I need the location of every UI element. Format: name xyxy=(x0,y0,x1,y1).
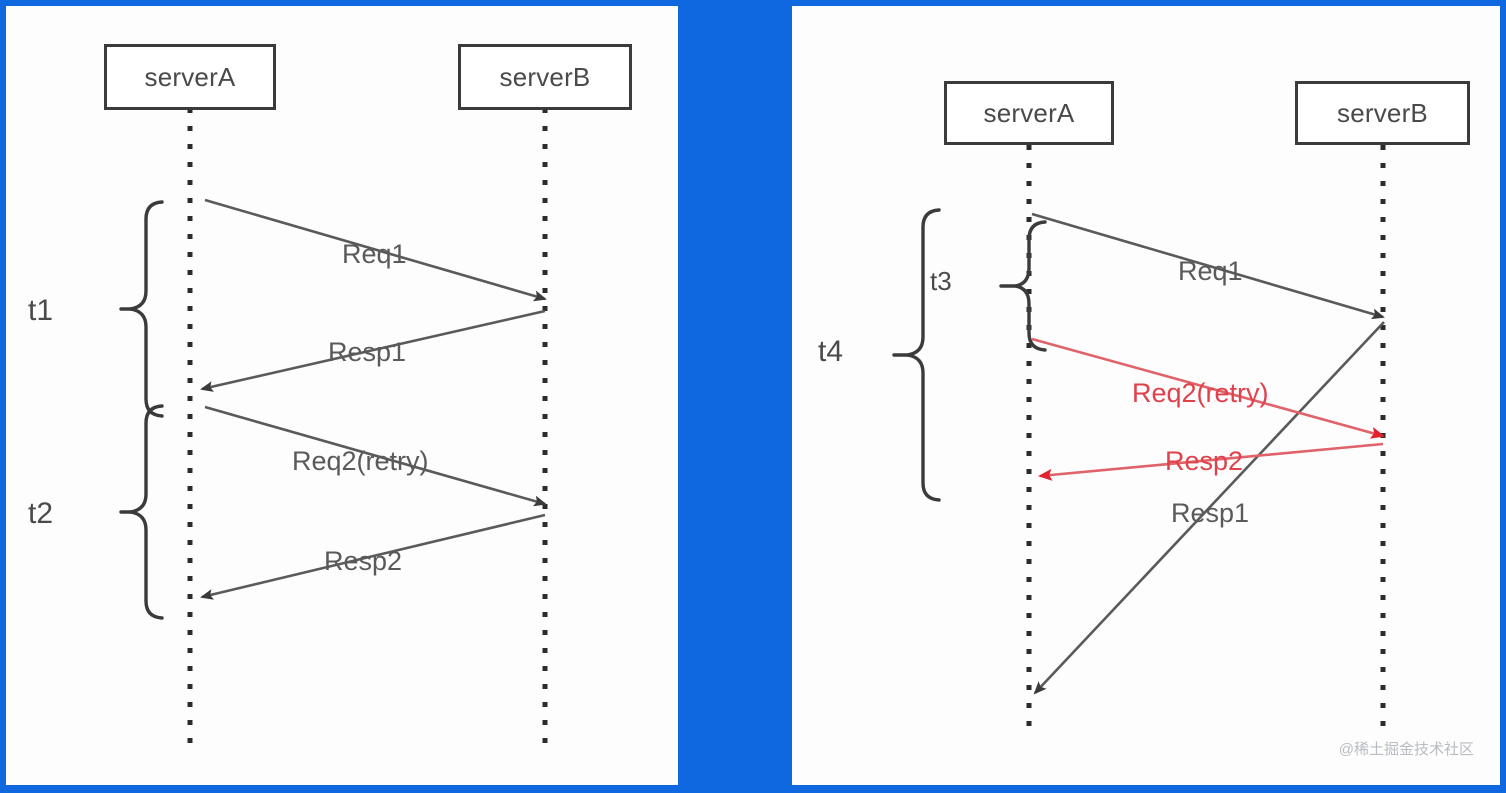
panel-divider xyxy=(678,0,792,793)
message-label-resp2: Resp2 xyxy=(1165,446,1244,476)
message-arrow-req1 xyxy=(1031,212,1385,320)
message-arrow-req2 xyxy=(1031,337,1385,439)
node-label-serverB: serverB xyxy=(1337,97,1428,128)
brace-label-t3: t3 xyxy=(930,266,952,296)
node-box-serverA[interactable]: serverA xyxy=(944,81,1114,145)
node-label-serverA: serverA xyxy=(983,97,1075,128)
right-diagram-vectors xyxy=(892,109,1386,736)
message-label-resp1: Resp1 xyxy=(1171,498,1250,528)
brace-label-t2: t2 xyxy=(28,497,54,530)
brace-t3 xyxy=(1014,220,1047,352)
message-arrow-req2 xyxy=(204,405,547,507)
left-diagram-vectors xyxy=(119,72,548,748)
node-box-serverA[interactable]: serverA xyxy=(104,44,276,110)
message-arrow-resp1 xyxy=(1033,321,1385,695)
message-label-resp1: Resp1 xyxy=(328,337,407,367)
message-label-resp2: Resp2 xyxy=(324,546,403,576)
watermark-text: @稀土掘金技术社区 xyxy=(1338,741,1474,758)
message-label-req2: Req2(retry) xyxy=(1132,378,1269,408)
right-diagram-panel: serverA serverB Req1 Req2(retry) Resp2 R… xyxy=(792,6,1500,785)
message-label-req2: Req2(retry) xyxy=(292,446,429,476)
message-arrow-resp1 xyxy=(200,309,546,392)
message-arrow-resp2 xyxy=(1038,442,1384,481)
message-label-req1: Req1 xyxy=(1178,256,1243,286)
brace-label-t1: t1 xyxy=(28,294,54,327)
left-diagram-panel: serverA serverB Req1 Resp1 Req2(retry) R… xyxy=(6,6,678,785)
message-arrow-req1 xyxy=(204,198,547,302)
brace-t2 xyxy=(129,404,164,620)
node-label-serverA: serverA xyxy=(144,61,236,92)
brace-t4 xyxy=(906,208,941,502)
node-box-serverB[interactable]: serverB xyxy=(458,44,632,110)
node-box-serverB[interactable]: serverB xyxy=(1295,81,1470,145)
message-label-req1: Req1 xyxy=(342,239,407,269)
brace-label-t4: t4 xyxy=(818,335,844,368)
node-label-serverB: serverB xyxy=(499,61,591,92)
brace-t1 xyxy=(129,200,164,418)
message-arrow-resp2 xyxy=(200,513,546,600)
